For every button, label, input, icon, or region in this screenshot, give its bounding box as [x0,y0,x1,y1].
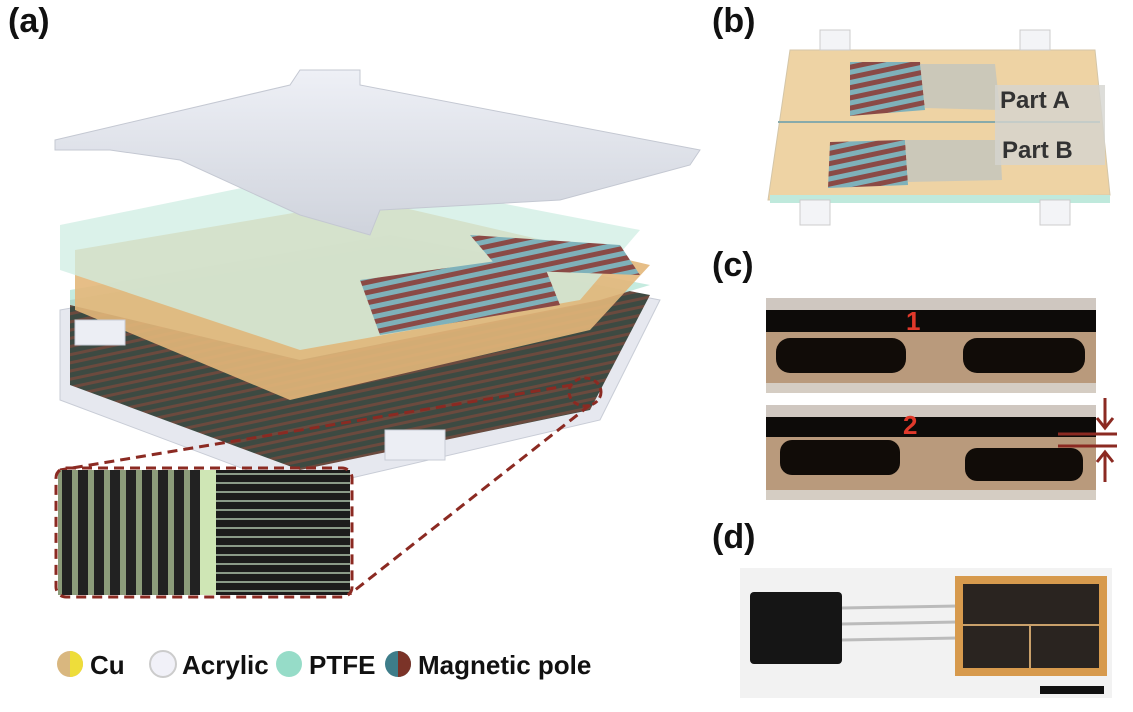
exploded-device-view [54,69,701,596]
legend-item-magnetic-pole: Magnetic pole [385,650,591,680]
zoom-line [59,383,573,472]
frame-number-2: 2 [903,410,917,440]
panel-c-photo-1: 1 [766,298,1096,393]
legend-item-ptfe: PTFE [276,650,375,680]
part-a-label: Part A [1000,87,1070,114]
panel-label-b: (b) [712,2,756,40]
frame-number-1: 1 [906,306,920,336]
gap-arrows-icon [1058,398,1117,482]
legend-item-cu: Cu [57,650,125,680]
legend-label: Acrylic [182,650,269,680]
mounting-tab [74,319,126,346]
magnetic-pole-plate [360,255,560,335]
zoom-line [349,403,591,596]
mounting-tab [384,429,446,461]
sensor-chip [750,592,842,664]
panel-label-c: (c) [712,246,754,284]
zoom-circle [567,376,603,408]
legend: Cu Acrylic PTFE Magnetic pole [57,650,591,680]
panel-b-device: Part A Part B [767,29,1111,226]
scale-bar [1040,686,1104,694]
panel-label-a: (a) [8,2,50,40]
zoom-inset [54,466,354,599]
part-b-label: Part B [1002,137,1073,164]
legend-item-acrylic: Acrylic [149,650,269,680]
legend-label: Magnetic pole [418,650,591,680]
legend-label: PTFE [309,650,375,680]
panel-c-photo-2: 2 [766,398,1117,500]
panel-label-d: (d) [712,518,756,556]
panel-d-photo [740,568,1112,698]
legend-label: Cu [90,650,125,680]
magnetic-pole-plate-flex [470,235,640,275]
top-acrylic-plate [54,69,701,236]
